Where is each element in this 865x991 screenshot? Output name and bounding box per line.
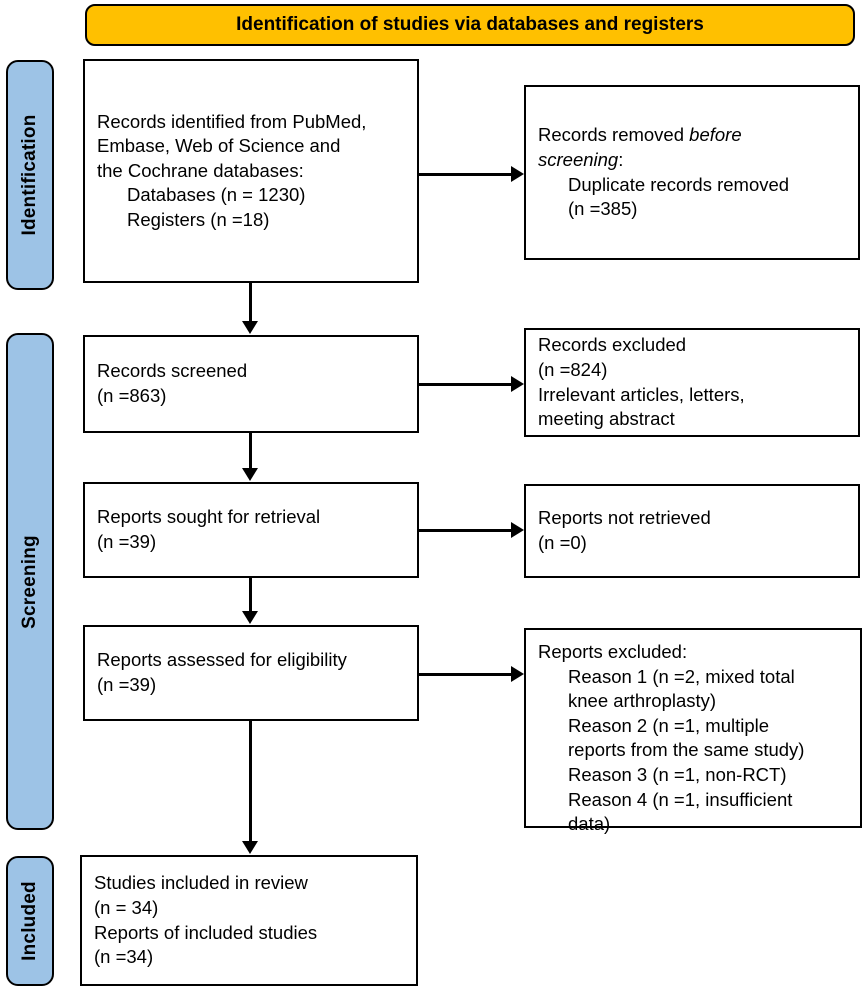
box-line: screening: bbox=[538, 148, 846, 173]
box-records-removed: Records removed before screening: Duplic… bbox=[524, 85, 860, 260]
box-line: Reason 3 (n =1, non-RCT) bbox=[568, 763, 787, 785]
arrowhead-identified-to-removed bbox=[511, 165, 524, 182]
arrowhead-assessed-to-included bbox=[241, 841, 258, 854]
arrowhead-screened-to-excluded bbox=[511, 375, 524, 392]
box-line: Reason 2 (n =1, multiple bbox=[568, 714, 770, 736]
box-line: Records screened bbox=[97, 360, 248, 382]
box-line: Databases (n = 1230) bbox=[127, 184, 306, 206]
box-line: Registers (n =18) bbox=[127, 208, 270, 230]
box-line: (n =39) bbox=[97, 674, 157, 695]
box-line: reports from the same study) bbox=[568, 739, 805, 761]
box-line: data) bbox=[568, 813, 611, 835]
box-line-text: : bbox=[618, 148, 624, 170]
connector-identified-to-removed bbox=[419, 173, 513, 176]
box-line: Reports sought for retrieval bbox=[97, 506, 321, 528]
phase-bar-screening: Screening bbox=[6, 333, 54, 830]
arrowhead-sought-to-not-retrieved bbox=[511, 521, 524, 538]
connector-assessed-to-included bbox=[249, 721, 252, 843]
box-records-screened: Records screened (n =863) bbox=[83, 335, 419, 433]
box-line-emphasis: screening bbox=[538, 148, 619, 170]
box-line: Reason 4 (n =1, insufficient bbox=[568, 788, 793, 810]
box-line: (n =39) bbox=[97, 531, 157, 552]
box-reports-not-retrieved: Reports not retrieved (n =0) bbox=[524, 484, 860, 578]
box-line: (n =863) bbox=[97, 385, 167, 406]
box-line: Reports assessed for eligibility bbox=[97, 649, 347, 671]
box-reports-sought: Reports sought for retrieval (n =39) bbox=[83, 482, 419, 578]
box-line: the Cochrane databases: bbox=[97, 159, 304, 181]
box-line: Embase, Web of Science and bbox=[97, 135, 341, 157]
box-line: Records excluded bbox=[538, 334, 687, 356]
box-line: Reason 1 (n =2, mixed total bbox=[568, 665, 795, 687]
phase-bar-identification: Identification bbox=[6, 60, 54, 290]
box-line: (n =824) bbox=[538, 358, 608, 380]
box-line: Irrelevant articles, letters, bbox=[538, 383, 745, 405]
phase-bar-included: Included bbox=[6, 856, 54, 986]
box-line: (n =0) bbox=[538, 532, 587, 553]
phase-label-identification: Identification bbox=[19, 114, 40, 236]
box-line: (n =385) bbox=[568, 198, 638, 220]
box-line: meeting abstract bbox=[538, 408, 675, 430]
box-line: (n = 34) bbox=[94, 896, 159, 918]
box-line: Studies included in review bbox=[94, 872, 308, 894]
box-records-identified: Records identified from PubMed, Embase, … bbox=[83, 59, 419, 283]
box-line: Reports excluded: bbox=[538, 641, 688, 662]
phase-label-included: Included bbox=[19, 881, 40, 961]
box-line: Records removed before bbox=[538, 123, 846, 148]
diagram-title-banner: Identification of studies via databases … bbox=[85, 4, 855, 46]
box-line: Reports of included studies bbox=[94, 921, 318, 943]
box-reports-excluded: Reports excluded: Reason 1 (n =2, mixed … bbox=[524, 628, 862, 834]
box-line: (n =34) bbox=[94, 946, 154, 968]
box-line: knee arthroplasty) bbox=[568, 690, 717, 712]
box-line: Records identified from PubMed, bbox=[97, 110, 367, 132]
connector-sought-to-not-retrieved bbox=[419, 529, 513, 532]
connector-sought-to-assessed bbox=[249, 578, 252, 613]
connector-identified-to-screened bbox=[249, 283, 252, 323]
arrowhead-screened-to-sought bbox=[241, 468, 258, 481]
arrowhead-sought-to-assessed bbox=[241, 611, 258, 624]
box-records-excluded: Records excluded (n =824) Irrelevant art… bbox=[524, 328, 860, 437]
box-studies-included: Studies included in review (n = 34) Repo… bbox=[80, 855, 418, 986]
box-line-text: Records removed bbox=[538, 124, 690, 146]
connector-screened-to-excluded bbox=[419, 383, 513, 386]
phase-label-screening: Screening bbox=[19, 534, 40, 629]
arrowhead-assessed-to-excluded bbox=[511, 665, 524, 682]
connector-assessed-to-excluded bbox=[419, 673, 513, 676]
box-reports-assessed: Reports assessed for eligibility (n =39) bbox=[83, 625, 419, 721]
box-line-emphasis: before bbox=[689, 124, 742, 146]
box-line: Reports not retrieved bbox=[538, 507, 711, 529]
connector-screened-to-sought bbox=[249, 433, 252, 470]
page-title: Identification of studies via databases … bbox=[236, 14, 704, 35]
box-line: Duplicate records removed bbox=[568, 173, 790, 195]
arrowhead-identified-to-screened bbox=[241, 321, 258, 334]
